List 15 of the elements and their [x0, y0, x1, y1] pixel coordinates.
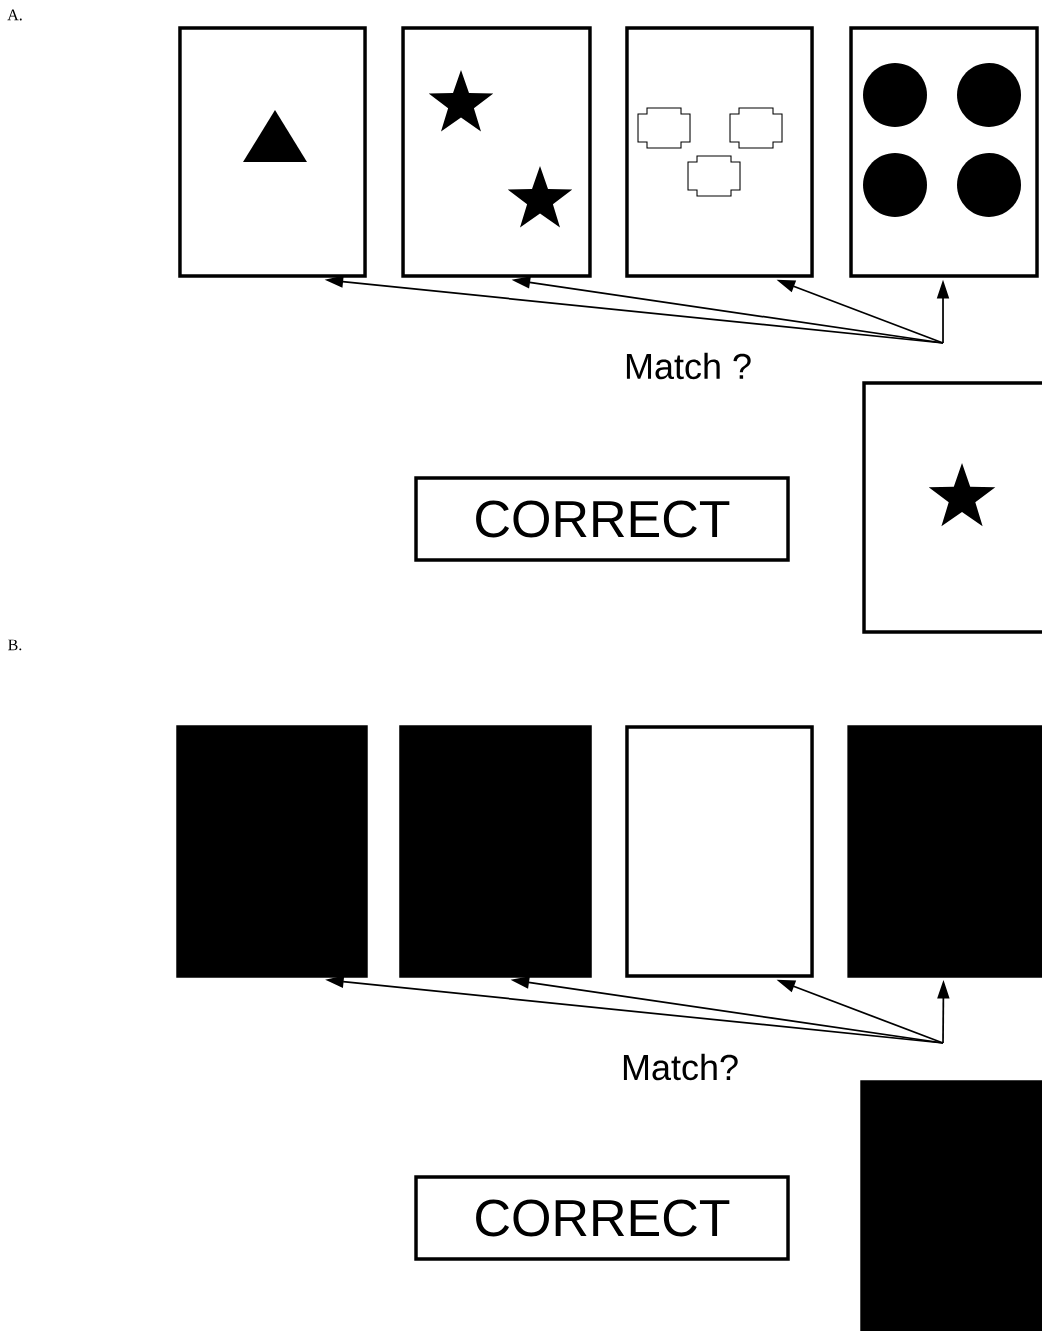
card: [401, 26, 592, 278]
feedback-box: CORRECT: [414, 1175, 790, 1261]
card: [860, 1080, 1042, 1331]
card: [176, 725, 368, 978]
card: [399, 725, 592, 978]
card: [625, 26, 814, 278]
prompt-text: Match ?: [626, 352, 751, 380]
card: [178, 26, 367, 278]
card: [625, 725, 814, 978]
card: [847, 725, 1042, 978]
panel-label: B.: [8, 639, 22, 651]
feedback-box: CORRECT: [414, 476, 790, 562]
prompt-text: Match?: [623, 1053, 738, 1081]
panel-label: A.: [7, 9, 22, 21]
card: [862, 381, 1042, 634]
